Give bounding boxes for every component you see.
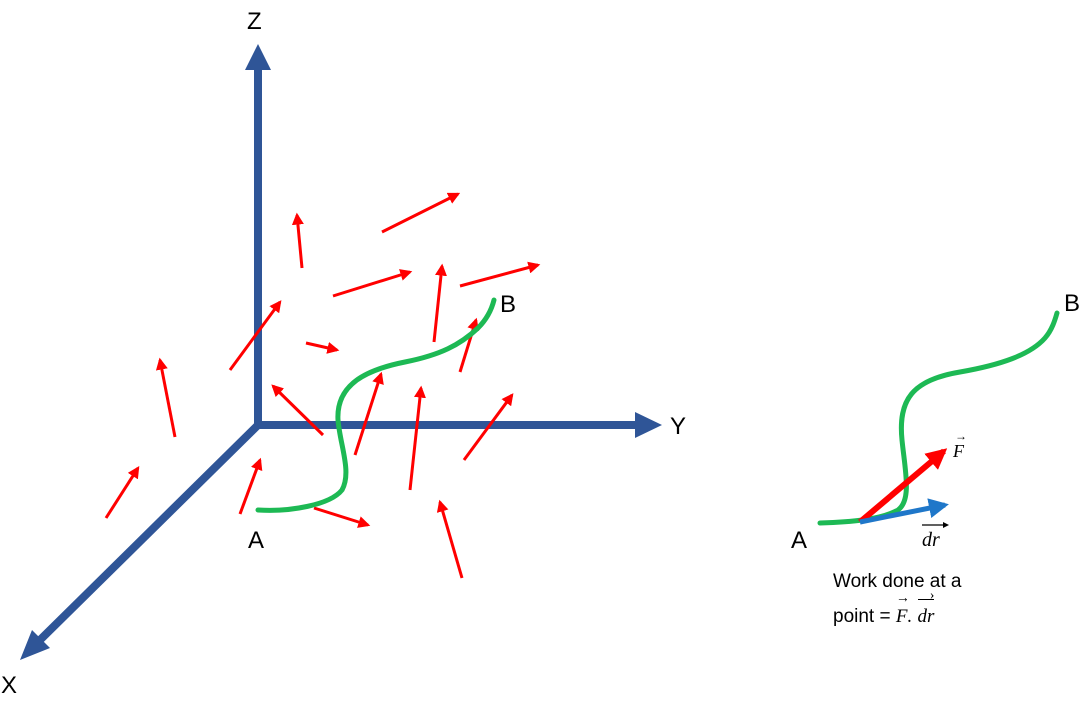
displacement-symbol-arrowhead xyxy=(943,522,949,528)
field-arrow xyxy=(228,300,282,371)
field-arrow xyxy=(381,192,461,234)
field-arrow xyxy=(238,457,263,515)
field-arrow xyxy=(462,393,514,461)
vector-field xyxy=(104,192,541,579)
caption-force-text: F xyxy=(895,606,908,627)
x-axis-arrowhead xyxy=(20,630,50,660)
field-arrow xyxy=(432,263,447,343)
field-arrow xyxy=(155,357,177,438)
field-arrow xyxy=(408,385,426,491)
caption-force-symbol: →F xyxy=(895,591,910,628)
force-symbol: → F xyxy=(952,429,967,461)
z-axis-label: Z xyxy=(247,8,262,35)
field-arrow xyxy=(353,371,384,456)
caption-dot: . xyxy=(907,606,913,627)
work-caption: Work done at a point = →F. ›dr xyxy=(833,565,1033,634)
x-axis xyxy=(37,422,261,643)
z-axis-arrowhead xyxy=(245,44,271,70)
path-curve xyxy=(255,297,497,513)
detail-end-label: B xyxy=(1064,290,1080,317)
detail-path-curve xyxy=(817,310,1060,526)
detail-start-label: A xyxy=(791,527,807,554)
detail-view: A B → F dr xyxy=(791,290,1080,554)
field-arrow xyxy=(305,341,340,354)
field-arrow xyxy=(458,317,479,373)
field-arrow xyxy=(104,465,140,519)
field-arrow xyxy=(291,212,304,269)
caption-displacement-text: dr xyxy=(917,606,935,627)
y-axis-arrowhead xyxy=(635,412,662,438)
x-axis-label: X xyxy=(1,672,17,699)
displacement-vector xyxy=(859,498,949,525)
field-arrow xyxy=(271,384,325,437)
caption-prefix: point = xyxy=(833,606,896,627)
force-symbol-arrow: → xyxy=(955,429,967,443)
field-arrow xyxy=(436,499,464,579)
force-symbol-text: F xyxy=(952,441,965,461)
y-axis-label: Y xyxy=(670,413,686,440)
field-arrow xyxy=(332,269,413,298)
force-vector xyxy=(858,448,948,525)
displacement-symbol-text: dr xyxy=(922,529,940,551)
field-arrow xyxy=(459,261,541,288)
path-start-label: A xyxy=(248,527,264,554)
caption-displacement-symbol: ›dr xyxy=(917,589,935,634)
coordinate-axes xyxy=(20,44,662,660)
caption-line-2: point = →F. ›dr xyxy=(833,589,1033,634)
caption-line-1: Work done at a xyxy=(833,571,962,592)
displacement-symbol: dr xyxy=(922,522,949,551)
field-arrow xyxy=(313,506,371,528)
path-end-label: B xyxy=(500,291,516,318)
